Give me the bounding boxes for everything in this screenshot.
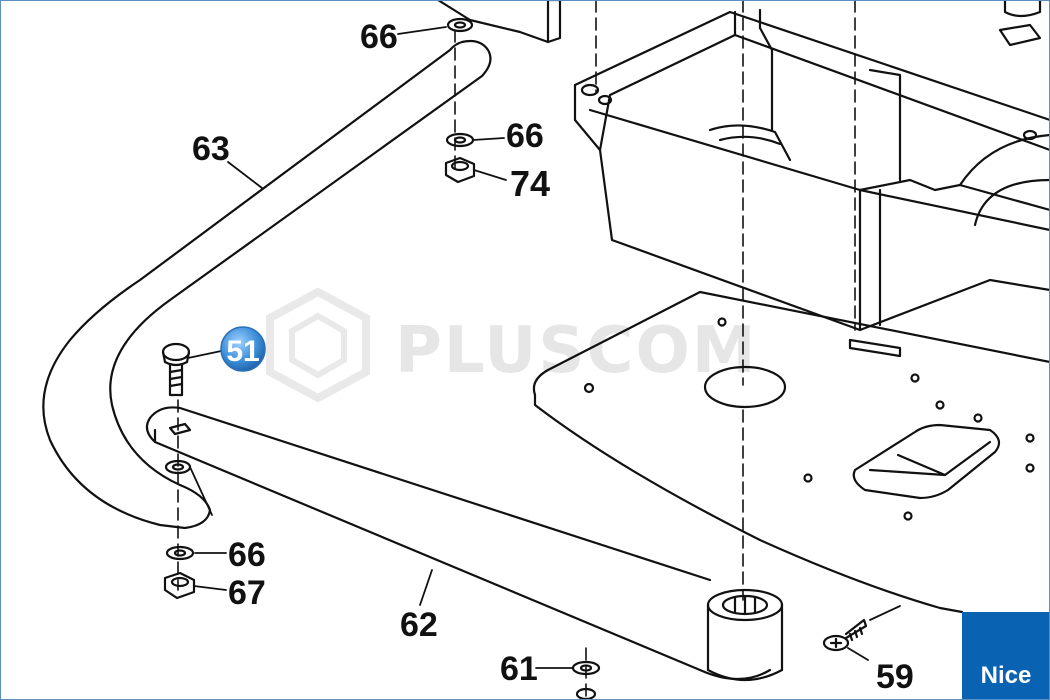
axis-lines [177, 0, 856, 700]
washer-66-top [446, 17, 474, 33]
callout-61[interactable]: 61 [500, 650, 538, 688]
leader-lines [187, 26, 901, 669]
motor-housing [573, 0, 1050, 332]
upper-bracket [436, 0, 562, 44]
screw-51 [161, 342, 191, 397]
callout-66-mid[interactable]: 66 [506, 117, 544, 155]
washer-66-lower-b [165, 545, 195, 561]
brand-logo-box: Nice [962, 612, 1050, 700]
watermark-text: PLUSCOM [395, 314, 758, 388]
arm-62 [145, 406, 772, 680]
arm-63 [42, 39, 492, 530]
callout-74[interactable]: 74 [510, 163, 550, 204]
watermark: PLUSCOM [266, 287, 758, 403]
splined-hub [706, 588, 784, 681]
brand-logo-text: Nice [980, 662, 1032, 689]
base-plate [532, 290, 1050, 614]
callout-66-lower[interactable]: 66 [228, 536, 266, 574]
nut-74 [444, 156, 476, 184]
callout-66-top[interactable]: 66 [360, 18, 398, 56]
callout-67[interactable]: 67 [228, 574, 266, 612]
callout-59[interactable]: 59 [876, 658, 914, 696]
callout-62[interactable]: 62 [400, 606, 438, 644]
washer-66-mid [445, 132, 475, 148]
callout-51-badge[interactable]: 51 [220, 326, 266, 372]
screw-59 [822, 618, 868, 652]
callout-63[interactable]: 63 [192, 130, 230, 168]
nut-67 [163, 571, 196, 600]
callout-51-label: 51 [226, 335, 259, 368]
